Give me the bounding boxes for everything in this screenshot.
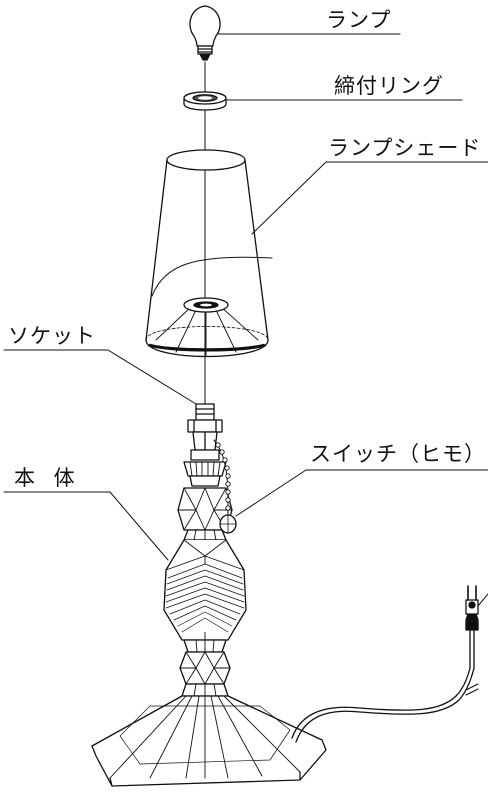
tightening-ring <box>183 91 227 111</box>
label-body: 本 体 <box>14 466 81 490</box>
label-tightening-ring: 締付リング <box>334 74 444 98</box>
socket <box>187 403 223 461</box>
leader-shade <box>251 161 488 235</box>
leader-body <box>3 491 169 561</box>
lamp-body <box>163 461 247 697</box>
leader-lines <box>3 33 488 561</box>
power-plug <box>465 585 488 631</box>
lamp-base <box>91 695 327 787</box>
label-lamp-shade: ランプシェード <box>328 136 482 160</box>
lamp-shade <box>145 149 273 358</box>
label-switch-string: スイッチ（ヒモ） <box>310 442 486 466</box>
label-lamp: ランプ <box>326 8 392 32</box>
leader-socket <box>3 349 197 405</box>
lamp-bulb <box>189 5 221 61</box>
pull-chain-switch <box>213 439 237 534</box>
power-cord <box>291 629 479 743</box>
label-socket: ソケット <box>8 324 96 348</box>
leader-switch <box>235 469 488 517</box>
